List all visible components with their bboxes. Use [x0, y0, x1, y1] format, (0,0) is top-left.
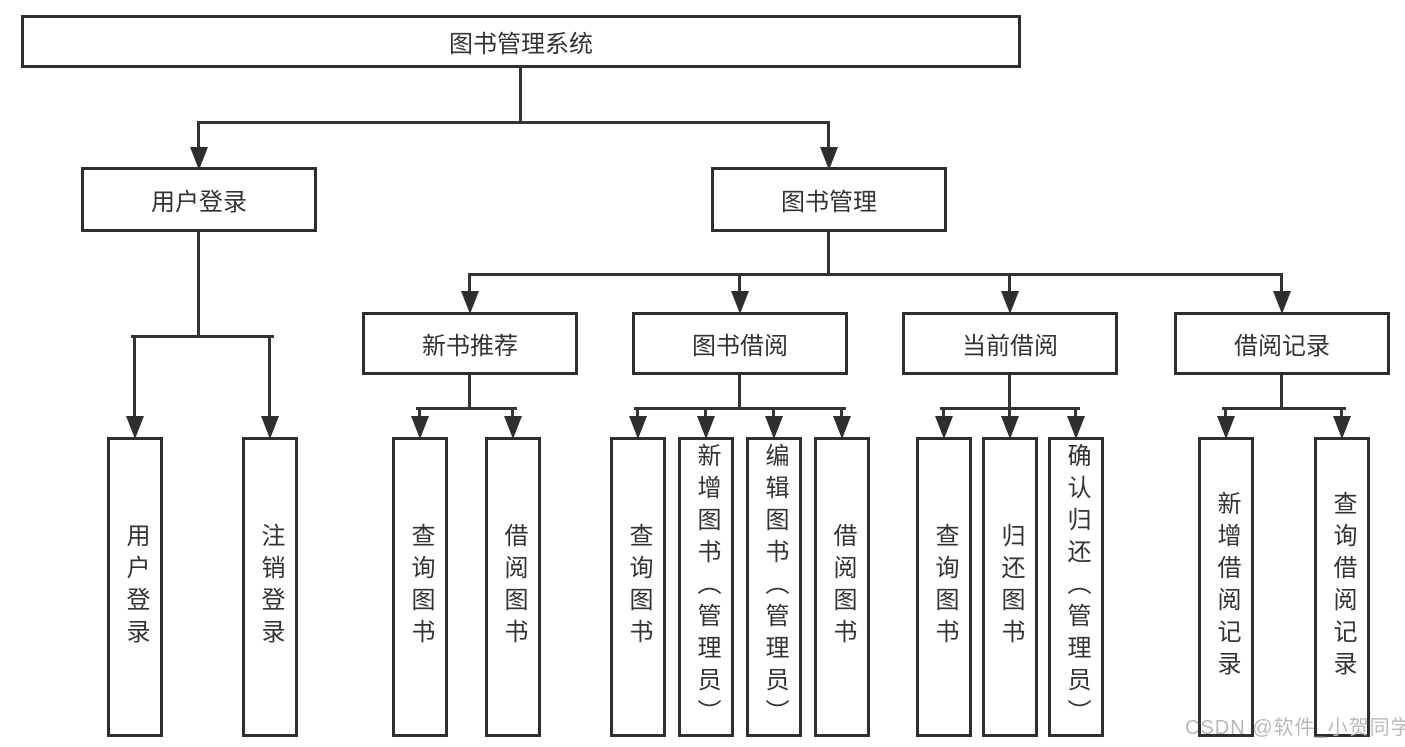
connector-to-new-book-recommend	[468, 273, 471, 293]
connector-level1-horizontal	[197, 121, 830, 124]
connector-leaf-stub	[704, 407, 707, 419]
arrowhead-down-icon	[697, 416, 715, 439]
node-user-login: 用户登录	[81, 167, 317, 232]
arrowhead-down-icon	[935, 416, 953, 439]
leaf-query-borrow-record: 查询借阅记录	[1314, 437, 1370, 737]
connector-book-management-stem	[827, 230, 830, 276]
connector-leaf-stub	[636, 407, 639, 419]
arrowhead-down-icon	[820, 147, 838, 170]
node-root-label: 图书管理系统	[449, 31, 593, 58]
connector-leaf-stub	[840, 407, 843, 419]
arrowhead-down-icon	[261, 416, 279, 439]
node-book-management: 图书管理	[711, 167, 947, 232]
connector-borrow-records-stem	[1280, 373, 1283, 410]
arrowhead-down-icon	[1001, 416, 1019, 439]
arrowhead-down-icon	[1067, 416, 1085, 439]
leaf-confirm-return-admin: 确认归还（管理员）	[1048, 437, 1104, 737]
node-root: 图书管理系统	[21, 15, 1021, 68]
node-new-book-recommend: 新书推荐	[362, 312, 578, 375]
node-current-borrowing-label: 当前借阅	[962, 333, 1058, 360]
leaf-add-borrow-record: 新增借阅记录	[1198, 437, 1254, 737]
leaf-query-books-2: 查询图书	[610, 437, 666, 737]
node-borrow-records-label: 借阅记录	[1234, 333, 1330, 360]
connector-user-login-horizontal	[131, 335, 274, 338]
connector-to-book-borrowing	[738, 273, 741, 293]
leaf-add-book-admin: 新增图书（管理员）	[678, 437, 734, 737]
leaf-return-book: 归还图书	[982, 437, 1038, 737]
connector-leaf-stub	[1224, 407, 1227, 419]
leaf-query-books-2-label: 查询图书	[625, 523, 652, 651]
connector-to-borrow-records	[1280, 273, 1283, 293]
leaf-edit-book-admin: 编辑图书（管理员）	[746, 437, 802, 737]
connector-level3-horizontal	[468, 273, 1283, 276]
leaf-borrow-books-1: 借阅图书	[485, 437, 541, 737]
arrowhead-down-icon	[1217, 416, 1235, 439]
leaf-query-books-1-label: 查询图书	[407, 523, 434, 651]
leaf-logout-label: 注销登录	[257, 523, 284, 651]
connector-to-book-management	[827, 121, 830, 149]
node-current-borrowing: 当前借阅	[902, 312, 1118, 375]
node-book-borrowing-label: 图书借阅	[692, 333, 788, 360]
arrowhead-down-icon	[1273, 291, 1291, 314]
node-new-book-recommend-label: 新书推荐	[422, 333, 518, 360]
connector-leaf-stub	[1340, 407, 1343, 419]
connector-group1-horizontal	[416, 407, 517, 410]
leaf-query-borrow-record-label: 查询借阅记录	[1329, 491, 1356, 683]
arrowhead-down-icon	[1333, 416, 1351, 439]
node-user-login-label: 用户登录	[151, 189, 247, 216]
connector-book-borrowing-stem	[738, 373, 741, 410]
leaf-logout: 注销登录	[242, 437, 298, 737]
leaf-user-login-label: 用户登录	[122, 523, 149, 651]
leaf-add-borrow-record-label: 新增借阅记录	[1213, 491, 1240, 683]
connector-user-login-stem	[197, 230, 200, 338]
arrowhead-down-icon	[411, 416, 429, 439]
leaf-add-book-admin-label: 新增图书（管理员）	[693, 443, 720, 731]
connector-to-leaf-user-login	[133, 335, 136, 417]
connector-leaf-stub	[1008, 407, 1011, 419]
connector-to-current-borrowing	[1008, 273, 1011, 293]
connector-group4-horizontal	[1222, 407, 1346, 410]
connector-to-leaf-logout	[268, 335, 271, 417]
leaf-user-login: 用户登录	[107, 437, 163, 737]
connector-root-stem	[519, 68, 522, 124]
arrowhead-down-icon	[504, 416, 522, 439]
connector-new-book-recommend-stem	[468, 373, 471, 410]
leaf-edit-book-admin-label: 编辑图书（管理员）	[761, 443, 788, 731]
arrowhead-down-icon	[629, 416, 647, 439]
connector-current-borrowing-stem	[1008, 373, 1011, 410]
node-book-borrowing: 图书借阅	[632, 312, 848, 375]
connector-to-user-login	[197, 121, 200, 149]
arrowhead-down-icon	[461, 291, 479, 314]
leaf-return-book-label: 归还图书	[997, 523, 1024, 651]
arrowhead-down-icon	[126, 416, 144, 439]
arrowhead-down-icon	[833, 416, 851, 439]
leaf-borrow-books-2-label: 借阅图书	[829, 523, 856, 651]
leaf-query-books-3: 查询图书	[916, 437, 972, 737]
arrowhead-down-icon	[765, 416, 783, 439]
connector-leaf-stub	[1074, 407, 1077, 419]
arrowhead-down-icon	[731, 291, 749, 314]
connector-leaf-stub	[772, 407, 775, 419]
arrowhead-down-icon	[1001, 291, 1019, 314]
csdn-watermark: CSDN @软件_小贺同学	[1185, 717, 1405, 739]
connector-leaf-stub	[418, 407, 421, 419]
leaf-borrow-books-1-label: 借阅图书	[500, 523, 527, 651]
node-borrow-records: 借阅记录	[1174, 312, 1390, 375]
leaf-query-books-3-label: 查询图书	[931, 523, 958, 651]
node-book-management-label: 图书管理	[781, 189, 877, 216]
leaf-borrow-books-2: 借阅图书	[814, 437, 870, 737]
leaf-confirm-return-admin-label: 确认归还（管理员）	[1063, 443, 1090, 731]
arrowhead-down-icon	[190, 147, 208, 170]
connector-group2-horizontal	[634, 407, 846, 410]
leaf-query-books-1: 查询图书	[392, 437, 448, 737]
connector-leaf-stub	[511, 407, 514, 419]
connector-leaf-stub	[942, 407, 945, 419]
